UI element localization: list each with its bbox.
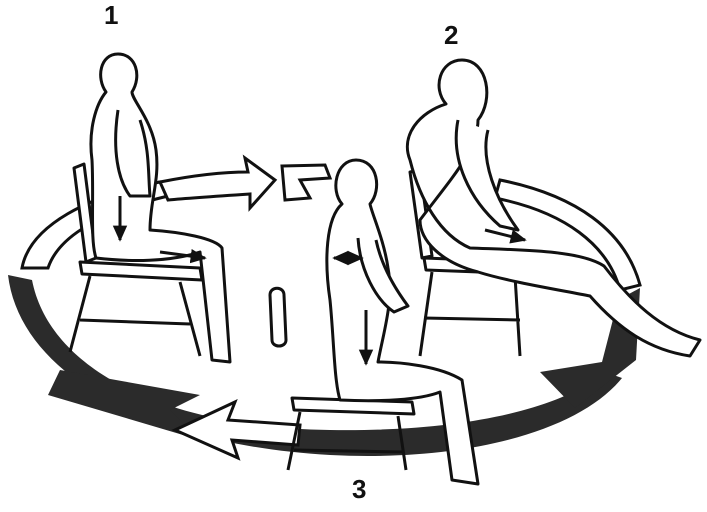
figure-1-slumped [70, 54, 230, 362]
step-number-3: 3 [352, 474, 366, 505]
arrow-2-forward [485, 230, 525, 240]
step-number-2: 2 [444, 20, 458, 51]
cycle-arrow-bottom [8, 275, 622, 456]
cycle-ring-top-right [282, 165, 330, 200]
stool-1 [70, 262, 202, 356]
arm-2 [456, 120, 518, 230]
backrest-3 [270, 288, 286, 346]
body-1 [91, 54, 230, 362]
cycle-arrow-top [160, 158, 275, 208]
step-number-1: 1 [104, 0, 118, 31]
